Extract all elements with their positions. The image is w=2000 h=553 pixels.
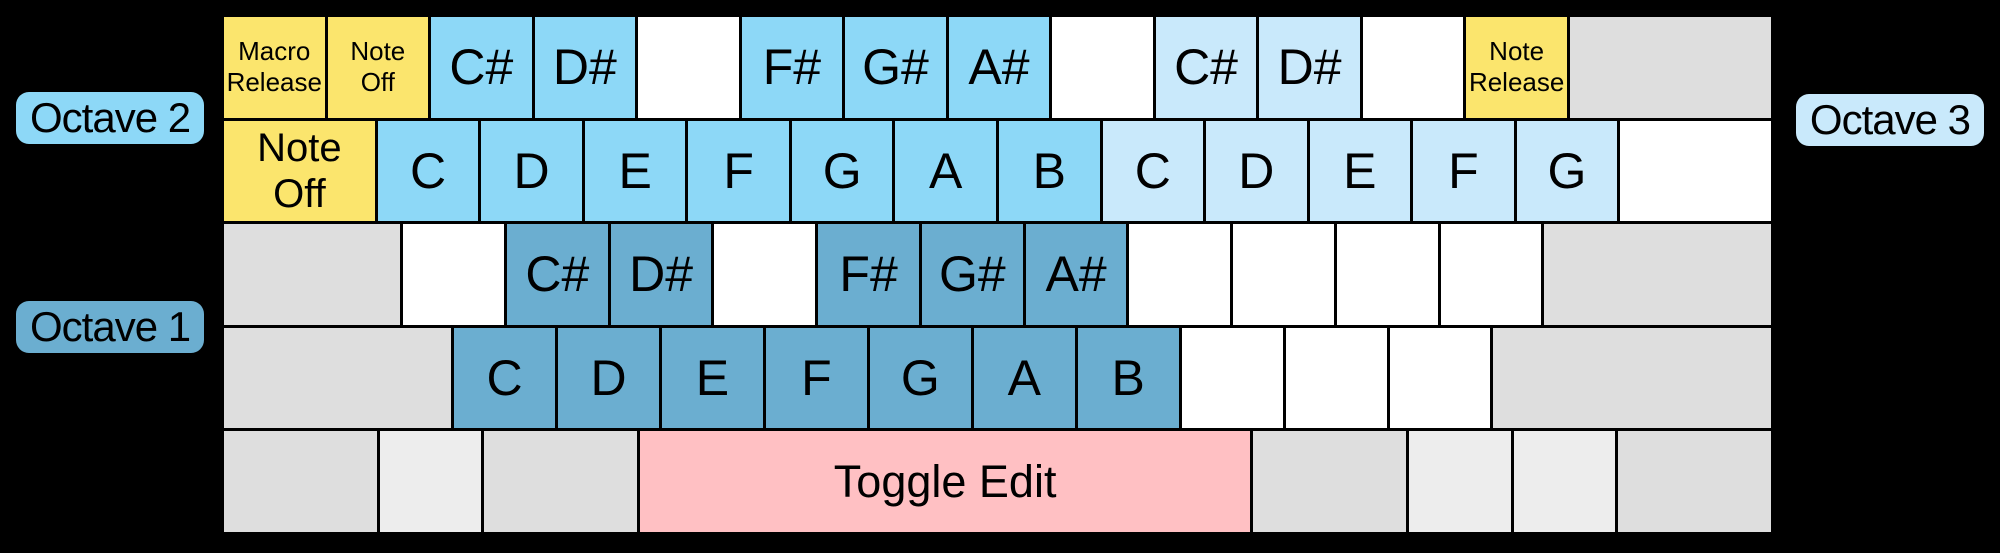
key-g-sharp: G# [921, 224, 1023, 325]
key-f: F [1413, 120, 1514, 222]
key-a-sharp: A# [948, 17, 1050, 118]
key-a: A [973, 327, 1075, 429]
key-modifier-unassigned [224, 431, 377, 532]
key-c: C [377, 120, 479, 222]
key-unassigned [1362, 17, 1464, 118]
key-unassigned [1389, 327, 1491, 429]
key-d-sharp: D# [610, 224, 712, 325]
key-note-off: Note Off [224, 120, 375, 222]
key-modifier-unassigned [1253, 431, 1406, 532]
key-note-release: Note Release [1466, 17, 1567, 118]
key-c-sharp: C# [431, 17, 532, 118]
key-modifier-unassigned [1493, 327, 1772, 429]
key-unassigned [1181, 327, 1283, 429]
key-unassigned [1129, 224, 1231, 325]
key-a-sharp: A# [1025, 224, 1127, 325]
key-e: E [1309, 120, 1411, 222]
key-e: E [661, 327, 763, 429]
keyboard-row-5: Toggle Edit [224, 431, 1771, 532]
key-unassigned [638, 17, 739, 118]
key-f-sharp: F# [741, 17, 843, 118]
key-c: C [1102, 120, 1204, 222]
key-modifier-unassigned [224, 224, 401, 325]
key-g: G [1516, 120, 1618, 222]
octave-2-badge: Octave 2 [16, 92, 205, 144]
key-modifier-unassigned [379, 431, 482, 532]
key-c: C [454, 327, 556, 429]
key-f: F [765, 327, 867, 429]
key-d: D [481, 120, 582, 222]
key-d-sharp: D# [534, 17, 636, 118]
key-unassigned [1440, 224, 1542, 325]
key-d: D [1206, 120, 1307, 222]
key-modifier-unassigned [484, 431, 637, 532]
key-c-sharp: C# [507, 224, 608, 325]
key-note-off: Note Off [327, 17, 429, 118]
key-modifier-unassigned [1569, 17, 1771, 118]
octave-3-badge: Octave 3 [1795, 94, 1984, 146]
keyboard-row-3: C#D# F#G#A# [224, 224, 1772, 325]
key-g: G [791, 120, 893, 222]
key-f: F [688, 120, 789, 222]
key-d-sharp: D# [1259, 17, 1360, 118]
key-unassigned [403, 224, 505, 325]
key-toggle-edit: Toggle Edit [639, 431, 1251, 532]
key-unassigned [1336, 224, 1438, 325]
key-unassigned [1620, 120, 1771, 222]
key-e: E [584, 120, 686, 222]
key-c-sharp: C# [1155, 17, 1257, 118]
key-modifier-unassigned [224, 327, 452, 429]
key-unassigned [714, 224, 816, 325]
key-b: B [1077, 327, 1179, 429]
key-g-sharp: G# [845, 17, 946, 118]
key-b: B [998, 120, 1100, 222]
key-macro-release: Macro Release [224, 17, 325, 118]
key-unassigned [1233, 224, 1334, 325]
key-modifier-unassigned [1513, 431, 1616, 532]
key-unassigned [1285, 327, 1387, 429]
key-a: A [895, 120, 996, 222]
octave-1-badge: Octave 1 [16, 301, 205, 353]
key-modifier-unassigned [1618, 431, 1771, 532]
key-f-sharp: F# [818, 224, 919, 325]
key-d: D [558, 327, 659, 429]
key-modifier-unassigned [1408, 431, 1511, 532]
key-unassigned [1052, 17, 1153, 118]
key-modifier-unassigned [1544, 224, 1772, 325]
key-g: G [869, 327, 971, 429]
